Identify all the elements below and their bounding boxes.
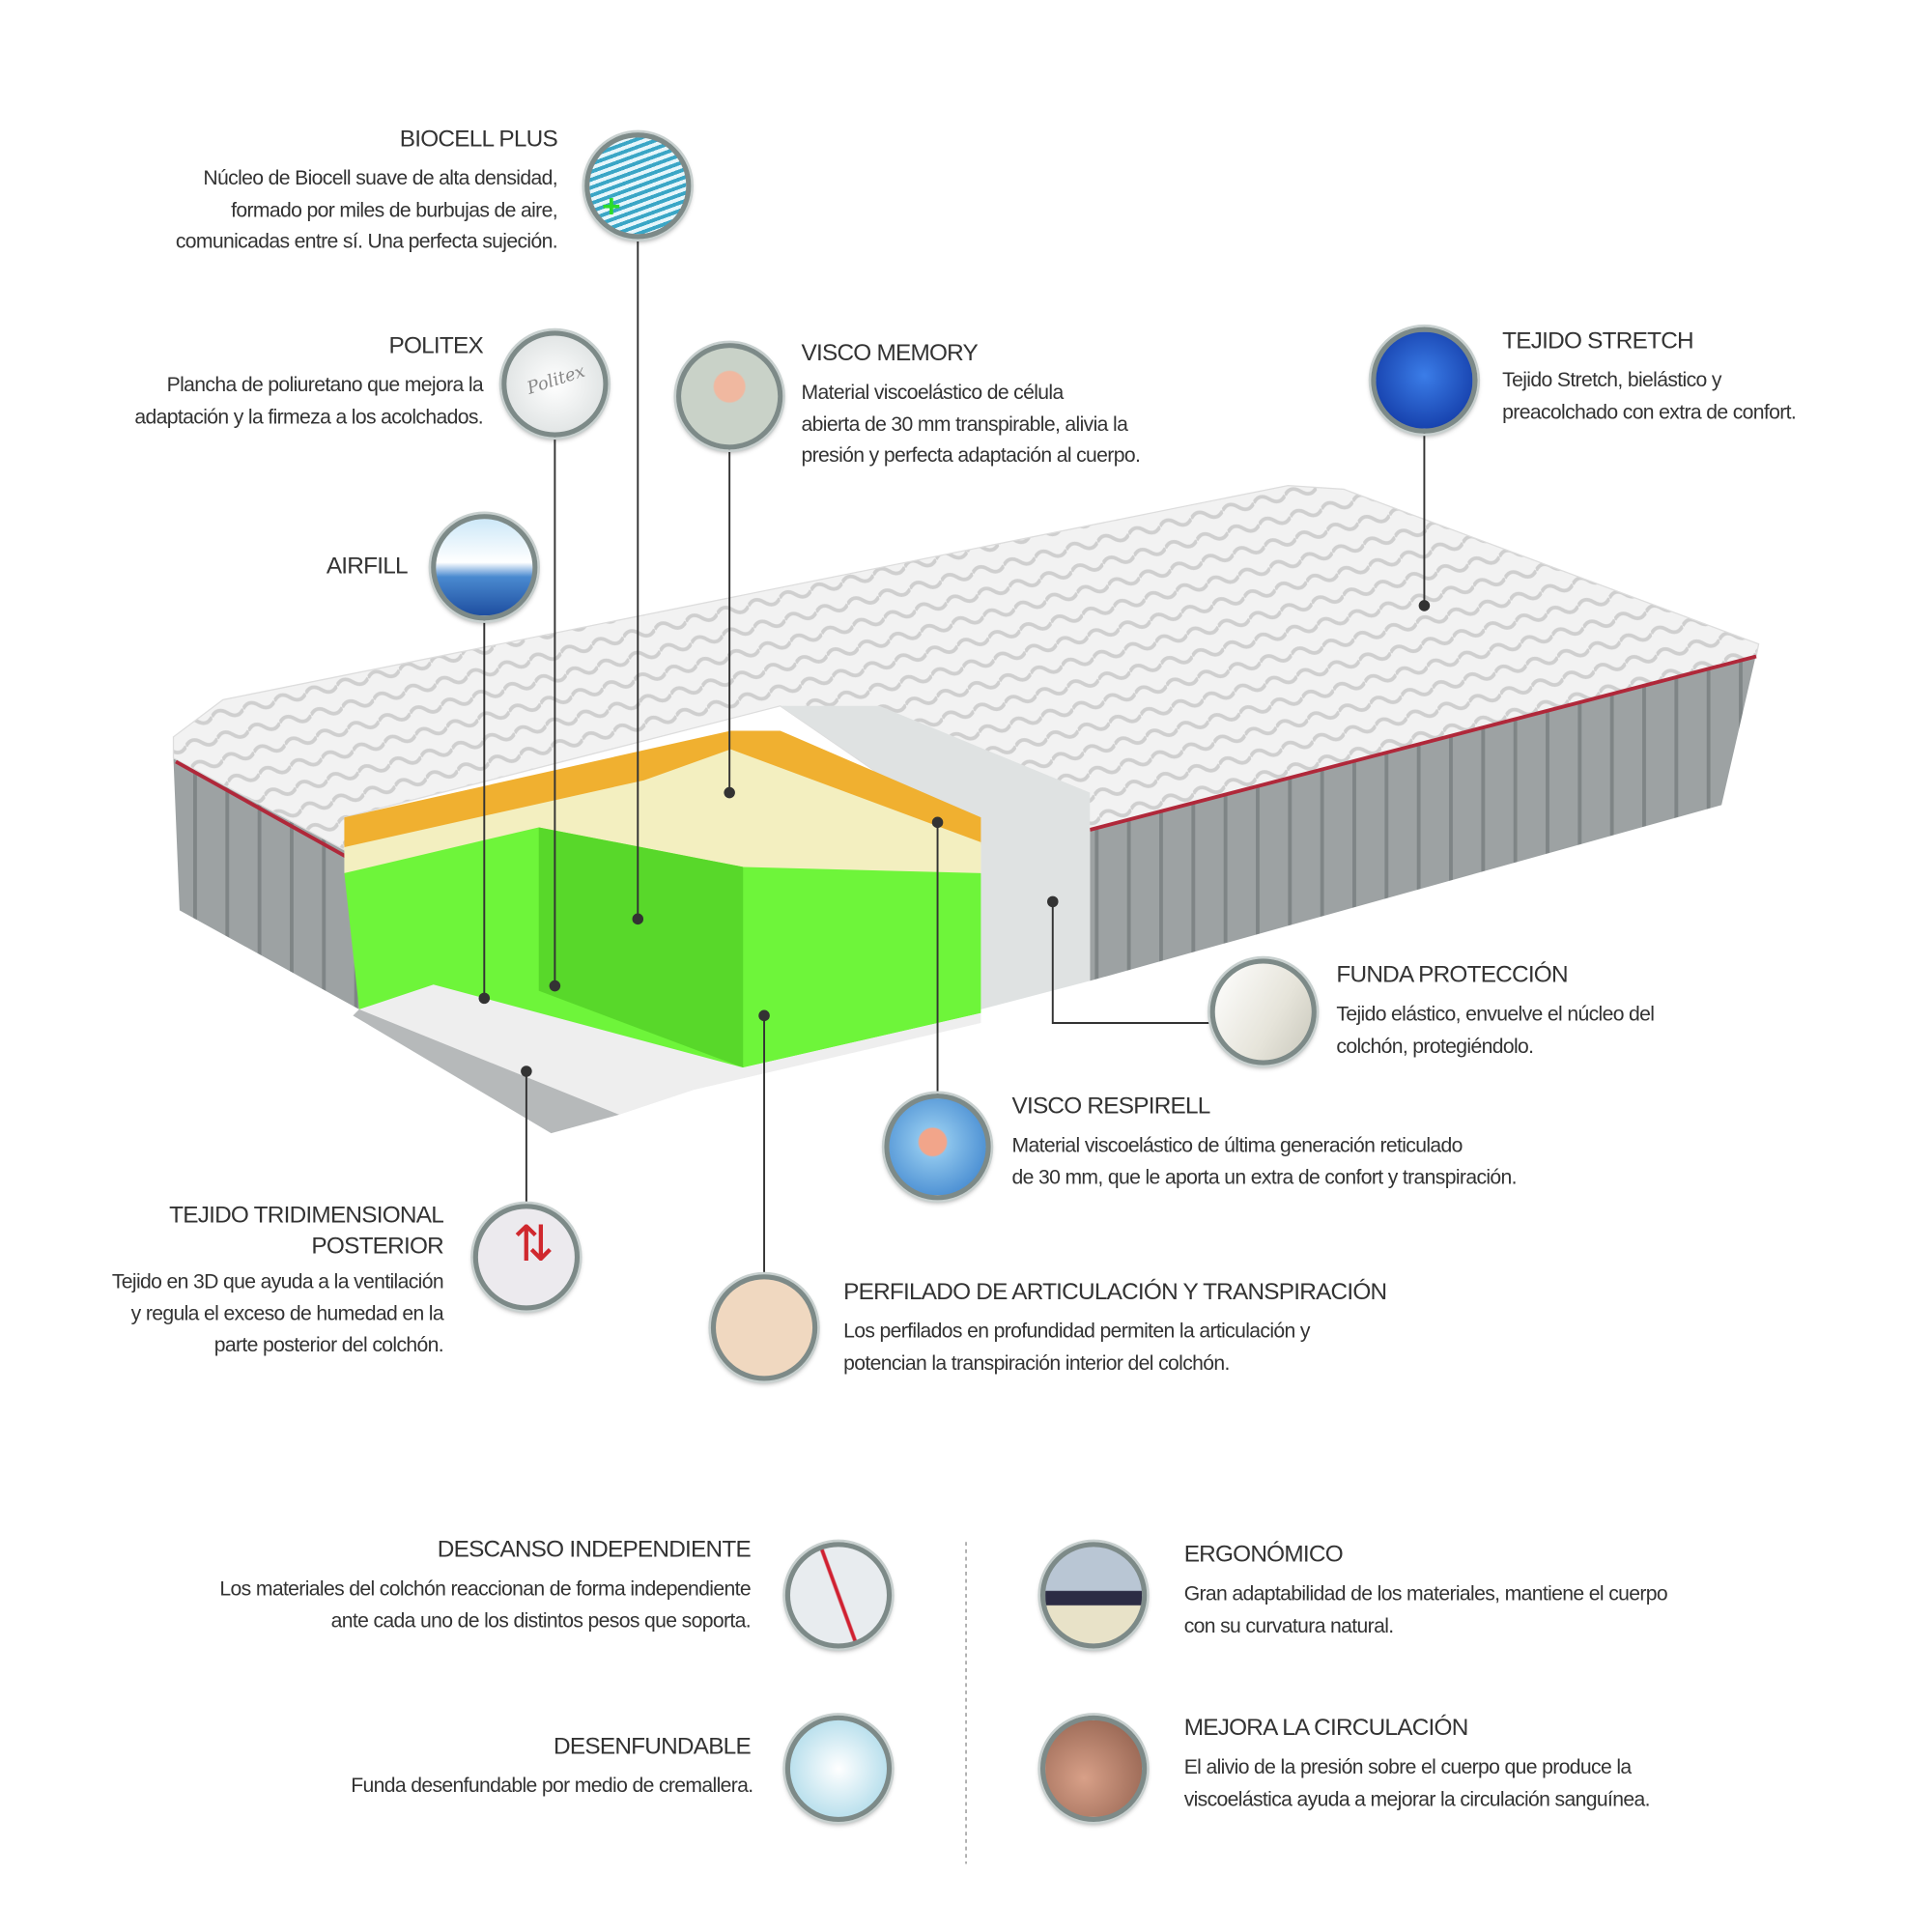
desc-line: colchón, protegiéndolo. <box>1336 1035 1534 1058</box>
desc-line: Plancha de poliuretano que mejora la <box>166 374 484 397</box>
perfilado-icon <box>710 1274 818 1381</box>
descanso-desc: Los materiales del colchón reaccionan de… <box>219 1575 751 1638</box>
callout-dots <box>478 600 1431 1077</box>
tejido-stretch-icon <box>1371 327 1478 434</box>
desc-line: Gran adaptabilidad de los materiales, ma… <box>1183 1582 1668 1605</box>
mattress-right-side <box>1090 653 1757 981</box>
ergonomico-title: ERGONÓMICO <box>1183 1542 1344 1569</box>
desc-line: Tejido Stretch, bielástico y <box>1502 369 1721 392</box>
ergonomico-desc: Gran adaptabilidad de los materiales, ma… <box>1183 1579 1668 1643</box>
desc-line: potencian la transpiración interior del … <box>843 1351 1230 1375</box>
tridimensional-layer <box>353 1009 620 1134</box>
desc-line: Funda desenfundable por medio de cremall… <box>351 1775 753 1798</box>
tejido-stretch-desc: Tejido Stretch, bielástico y preacolchado… <box>1502 365 1797 429</box>
desc-line: Tejido en 3D que ayuda a la ventilación <box>111 1270 444 1293</box>
circulacion-desc: El alivio de la presión sobre el cuerpo … <box>1183 1752 1651 1816</box>
ergonomico-icon <box>1039 1542 1148 1649</box>
title-line: TEJIDO TRIDIMENSIONAL <box>169 1202 444 1229</box>
desc-line: Material viscoelástico de célula <box>801 381 1065 404</box>
visco-respirell-desc: Material viscoelástico de última generac… <box>1011 1131 1517 1195</box>
visco-memory-desc: Material viscoelástico de célula abierta … <box>802 378 1141 473</box>
desenfundable-icon <box>784 1715 893 1822</box>
desc-line: y regula el exceso de humedad en la <box>130 1302 444 1325</box>
base-layer <box>358 984 981 1115</box>
visco-memory-title: VISCO MEMORY <box>801 340 979 367</box>
airfill-icon <box>431 514 538 621</box>
visco-memory-icon <box>676 343 783 450</box>
desc-line: Tejido elástico, envuelve el núcleo del <box>1336 1003 1655 1026</box>
desc-line: formado por miles de burbujas de aire, <box>231 199 557 222</box>
desc-line: Núcleo de Biocell suave de alta densidad… <box>203 167 557 190</box>
desenfundable-desc: Funda desenfundable por medio de cremall… <box>351 1771 753 1803</box>
visco-respirell-title: VISCO RESPIRELL <box>1011 1094 1210 1121</box>
desc-line: de 30 mm, que le aporta un extra de conf… <box>1011 1166 1517 1189</box>
funda-title: FUNDA PROTECCIÓN <box>1336 962 1568 989</box>
perfilado-title: PERFILADO DE ARTICULACIÓN Y TRANSPIRACIÓ… <box>843 1279 1387 1306</box>
visco-respirell-icon <box>884 1094 991 1201</box>
circulacion-title: MEJORA LA CIRCULACIÓN <box>1183 1715 1469 1742</box>
piping <box>1089 654 1757 832</box>
desc-line: Los materiales del colchón reaccionan de… <box>219 1577 751 1601</box>
politex-desc: Plancha de poliuretano que mejora la adap… <box>134 370 483 434</box>
desc-line: con su curvatura natural. <box>1183 1614 1394 1637</box>
callout-lines <box>483 238 1426 1276</box>
desc-line: adaptación y la firmeza a los acolchados… <box>134 406 484 429</box>
politex-icon: Politex <box>501 330 609 438</box>
tejido-stretch-title: TEJIDO STRETCH <box>1502 327 1693 355</box>
desc-line: Los perfilados en profundidad permiten l… <box>843 1320 1310 1343</box>
funda-layer <box>780 705 1091 1009</box>
biocell-desc: Núcleo de Biocell suave de alta densidad… <box>175 163 558 259</box>
desc-line: parte posterior del colchón. <box>213 1334 444 1357</box>
biocell-icon: + <box>584 132 692 240</box>
funda-desc: Tejido elástico, envuelve el núcleo del c… <box>1336 1000 1655 1064</box>
title-line: POSTERIOR <box>311 1233 443 1260</box>
desc-line: presión y perfecta adaptación al cuerpo. <box>801 444 1141 468</box>
desc-line: viscoelástica ayuda a mejorar la circula… <box>1183 1787 1651 1811</box>
desenfundable-title: DESENFUNDABLE <box>554 1733 752 1760</box>
desc-line: preacolchado con extra de confort. <box>1502 401 1797 424</box>
circulacion-icon <box>1039 1715 1148 1822</box>
perfilado-desc: Los perfilados en profundidad permiten l… <box>843 1317 1310 1380</box>
funda-icon <box>1209 958 1317 1065</box>
desc-line: comunicadas entre sí. Una perfecta sujec… <box>175 230 558 254</box>
descanso-title: DESCANSO INDEPENDIENTE <box>437 1537 752 1564</box>
biocell-core-shade <box>538 827 744 1068</box>
tridimensional-icon: ⇅ <box>472 1204 581 1311</box>
tridimensional-title: TEJIDO TRIDIMENSIONAL POSTERIOR <box>169 1200 444 1262</box>
desc-line: Material viscoelástico de última generac… <box>1011 1134 1463 1157</box>
tridimensional-desc: Tejido en 3D que ayuda a la ventilación y… <box>111 1267 444 1363</box>
politex-title: POLITEX <box>388 332 484 359</box>
biocell-title: BIOCELL PLUS <box>399 126 558 153</box>
desc-line: abierta de 30 mm transpirable, alivia la <box>801 412 1128 436</box>
desc-line: El alivio de la presión sobre el cuerpo … <box>1183 1756 1632 1779</box>
mattress-left-side <box>173 757 359 1009</box>
airfill-title: AIRFILL <box>326 554 409 581</box>
desc-line: ante cada uno de los distintos pesos que… <box>330 1609 752 1633</box>
descanso-icon <box>784 1542 893 1649</box>
